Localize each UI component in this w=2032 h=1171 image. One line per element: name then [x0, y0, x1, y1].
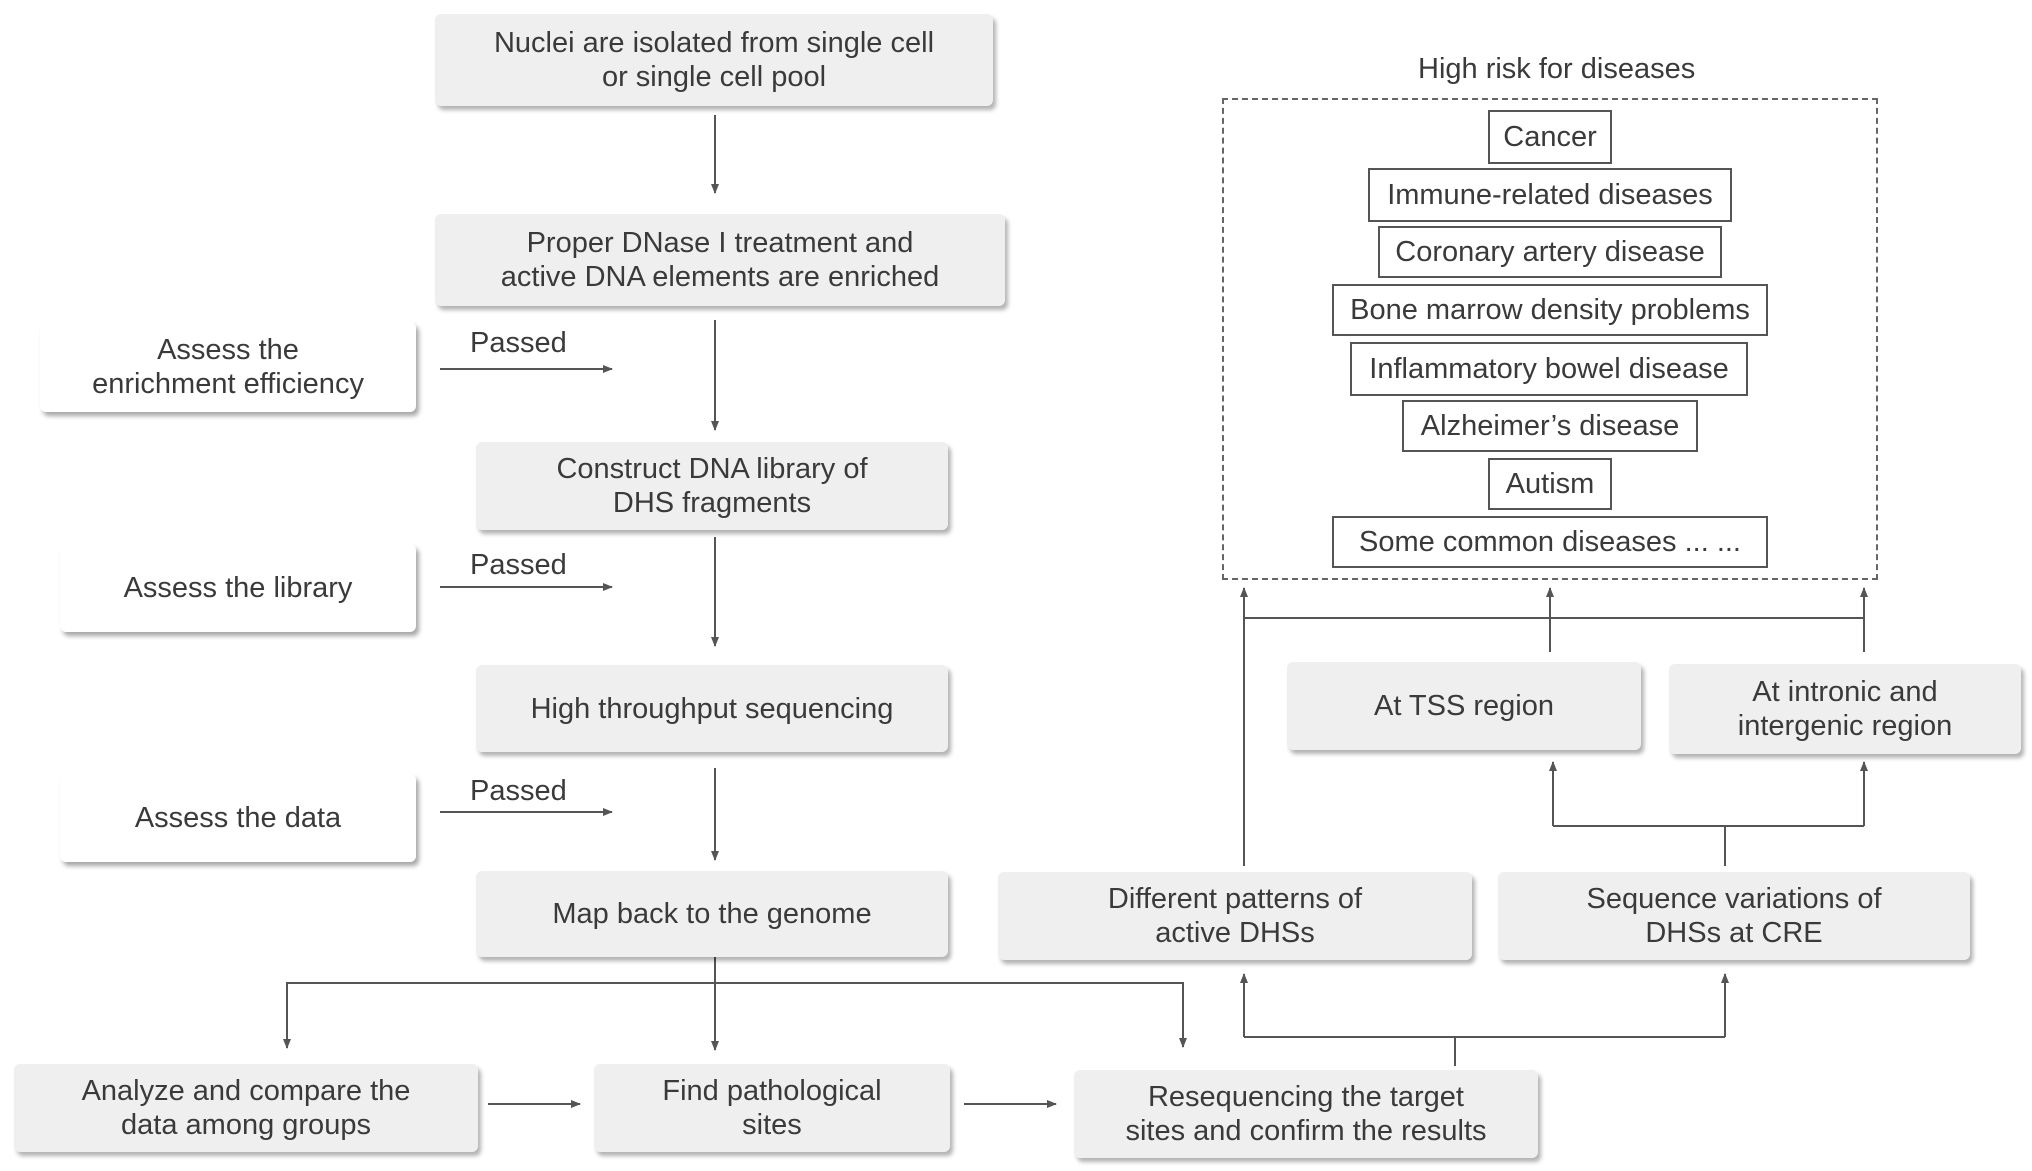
- assess-data-box: Assess the data: [60, 774, 416, 862]
- intronic-region-box: At intronic and intergenic region: [1669, 664, 2021, 754]
- assess-enrichment-box: Assess the enrichment efficiency: [40, 322, 416, 412]
- resequencing-box: Resequencing the target sites and confir…: [1074, 1070, 1538, 1158]
- disease-item: Immune-related diseases: [1368, 168, 1732, 222]
- sequencing-box: High throughput sequencing: [476, 665, 948, 752]
- assess-library-box: Assess the library: [60, 544, 416, 632]
- analyze-compare-box: Analyze and compare the data among group…: [14, 1064, 478, 1152]
- map-genome-box: Map back to the genome: [476, 871, 948, 957]
- dhs-patterns-box: Different patterns of active DHSs: [998, 872, 1472, 960]
- diseases-title: High risk for diseases: [1418, 53, 1696, 85]
- nuclei-isolation-box: Nuclei are isolated from single cell or …: [435, 14, 993, 106]
- disease-item: Coronary artery disease: [1378, 226, 1722, 278]
- tss-region-box: At TSS region: [1287, 662, 1641, 750]
- disease-item: Alzheimer’s disease: [1402, 400, 1698, 452]
- diseases-frame: [1222, 98, 1878, 580]
- disease-item: Cancer: [1488, 110, 1612, 164]
- disease-item: Bone marrow density problems: [1332, 284, 1768, 336]
- passed-label-data: Passed: [470, 775, 567, 807]
- disease-item: Some common diseases ... ...: [1332, 516, 1768, 568]
- passed-label-enrichment: Passed: [470, 327, 567, 359]
- line-split-right: [715, 982, 1187, 1048]
- disease-item: Autism: [1488, 458, 1612, 510]
- passed-label-library: Passed: [470, 549, 567, 581]
- find-pathological-box: Find pathological sites: [594, 1064, 950, 1152]
- dna-library-box: Construct DNA library of DHS fragments: [476, 442, 948, 530]
- sequence-variations-box: Sequence variations of DHSs at CRE: [1498, 872, 1970, 960]
- dnase-treatment-box: Proper DNase I treatment and active DNA …: [435, 214, 1005, 306]
- line-split-left: [283, 982, 715, 1049]
- disease-item: Inflammatory bowel disease: [1350, 342, 1748, 396]
